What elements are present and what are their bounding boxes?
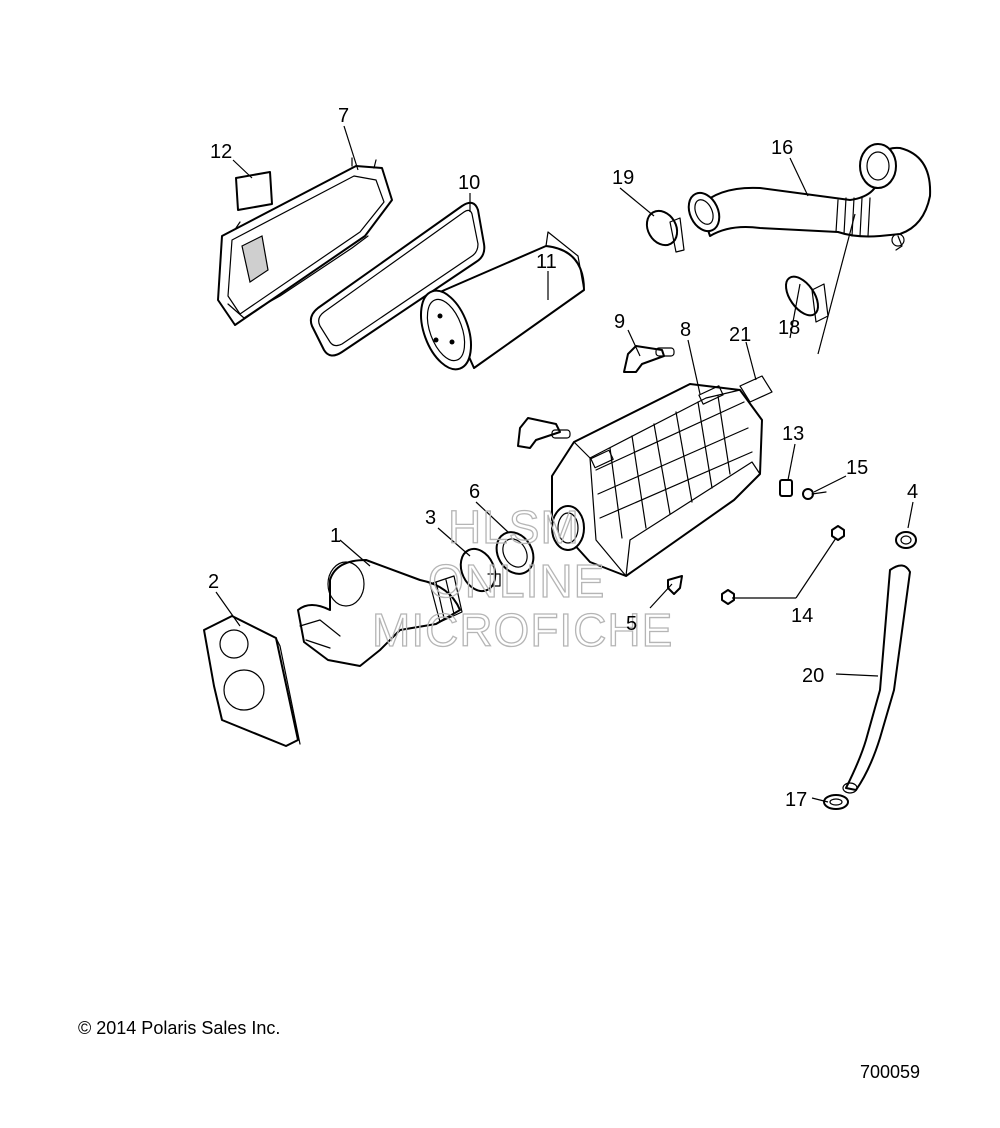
- part-12-decal: [235, 171, 273, 211]
- part-16-intake-duct: [687, 143, 932, 251]
- callout-19: 19: [612, 167, 634, 189]
- callout-5: 5: [626, 613, 637, 635]
- watermark: HLSM ONLINE MICROFICHE: [371, 500, 673, 656]
- part-21-decal: [739, 375, 773, 403]
- callout-11: 11: [536, 251, 557, 273]
- part-6-coupler: [495, 531, 535, 575]
- callout-1: 1: [330, 525, 341, 547]
- callout-12: 12: [210, 141, 232, 163]
- callout-17: 17: [785, 789, 807, 811]
- callout-7: 7: [338, 105, 349, 127]
- callout-10: 10: [458, 172, 480, 194]
- part-8-airbox-housing: [551, 383, 763, 577]
- leader-lines: [215, 125, 914, 803]
- callout-3: 3: [425, 507, 436, 529]
- part-9-clips: [517, 345, 675, 449]
- callout-14: 14: [791, 605, 813, 627]
- part-17-clamp: [823, 794, 849, 810]
- callout-9: 9: [614, 311, 625, 333]
- callout-16: 16: [771, 137, 793, 159]
- part-4-clamp: [895, 531, 917, 549]
- part-7-airbox-cover: [217, 157, 393, 326]
- callout-15: 15: [846, 457, 868, 479]
- callout-8: 8: [680, 319, 691, 341]
- part-14-screws: [721, 525, 845, 605]
- copyright-text: © 2014 Polaris Sales Inc.: [78, 1018, 280, 1038]
- part-18-clamp: [785, 275, 829, 323]
- diagram-number: 700059: [860, 1062, 920, 1082]
- callout-13: 13: [782, 423, 804, 445]
- callout-labels: 1 2 3 4 5 6 7 8 9 10 11 12 13 14 15 16 1…: [208, 105, 918, 811]
- callout-6: 6: [469, 481, 480, 503]
- callout-4: 4: [907, 481, 918, 503]
- watermark-line-2: ONLINE: [428, 555, 605, 607]
- watermark-line-3: MICROFICHE: [372, 604, 673, 656]
- callout-20: 20: [802, 665, 824, 687]
- callout-2: 2: [208, 571, 219, 593]
- part-5-rivet: [667, 575, 683, 595]
- part-2-shield-plate: [203, 615, 301, 747]
- part-13-clip: [779, 479, 793, 497]
- part-19-clamp: [645, 209, 685, 253]
- part-3-clamp: [459, 547, 501, 593]
- callout-21: 21: [729, 324, 751, 346]
- watermark-line-1: HLSM: [448, 501, 580, 553]
- callout-18: 18: [778, 317, 800, 339]
- part-15-screw: [802, 488, 827, 500]
- part-20-drain-tube: [842, 564, 911, 794]
